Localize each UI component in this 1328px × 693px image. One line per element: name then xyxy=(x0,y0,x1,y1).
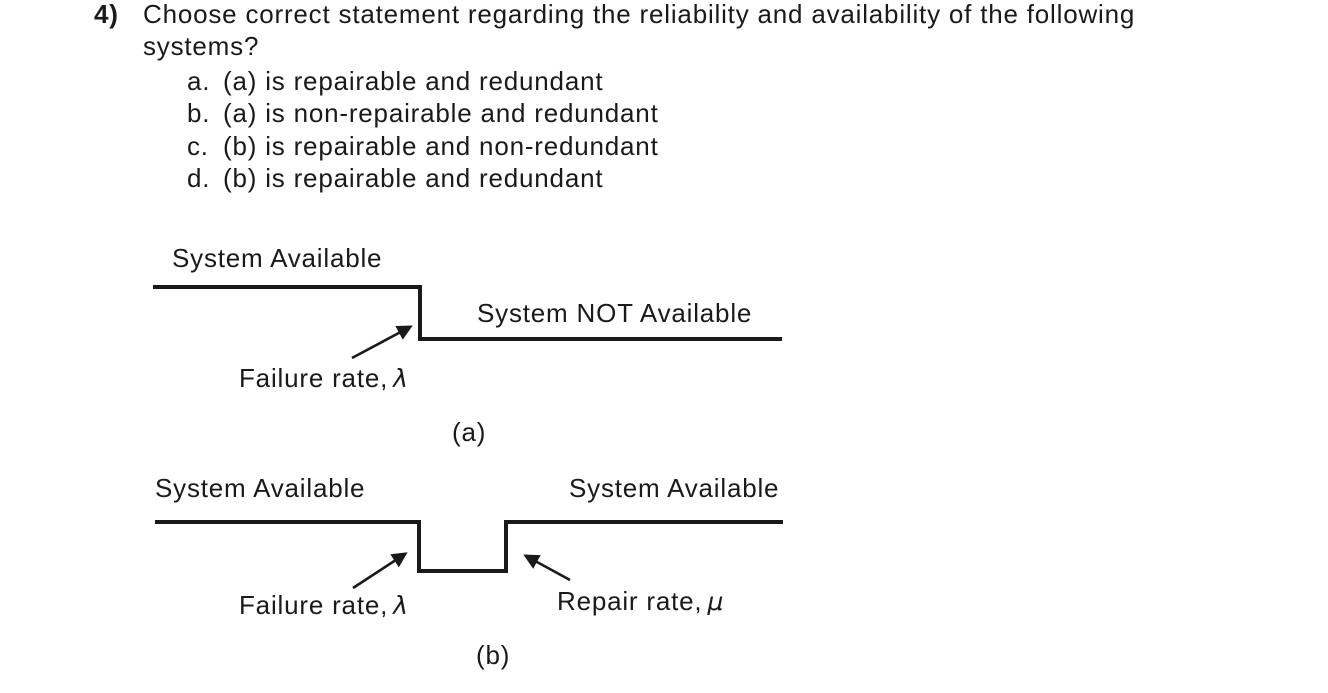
b-repair-arrow xyxy=(523,554,571,582)
b-failure-arrow xyxy=(352,552,408,590)
option-b-text: (a) is non-repairable and redundant xyxy=(223,98,659,129)
option-c-letter: c. xyxy=(187,130,209,161)
option-b: b. (a) is non-repairable and redundant xyxy=(187,97,659,129)
option-a-text: (a) is repairable and redundant xyxy=(223,66,604,96)
a-available-line xyxy=(153,285,422,289)
lambda-symbol: λ xyxy=(393,591,409,620)
b-available-line-left xyxy=(155,520,421,524)
option-d-text: (b) is repairable and redundant xyxy=(223,163,604,194)
a-unavailable-line xyxy=(418,337,782,341)
b-fail-step-line xyxy=(417,520,421,573)
question-text: Choose correct statement regarding the r… xyxy=(143,0,1136,61)
lambda-symbol: λ xyxy=(393,364,409,393)
option-d-letter: d. xyxy=(187,163,211,194)
b-failure-label-text: Failure rate, xyxy=(239,590,389,620)
b-repair-label: Repair rate,μ xyxy=(557,585,724,618)
b-available-right-label: System Available xyxy=(569,473,780,503)
question-number: 4) xyxy=(94,0,119,29)
option-a: a. (a) is repairable and redundant xyxy=(187,65,659,97)
a-failure-arrow xyxy=(351,325,413,360)
a-not-available-label: System NOT Available xyxy=(477,298,753,328)
mu-symbol: μ xyxy=(707,587,725,616)
a-failure-label-text: Failure rate, xyxy=(239,363,389,393)
option-a-letter: a. xyxy=(187,66,211,96)
a-available-label: System Available xyxy=(172,243,383,273)
b-repair-step-line xyxy=(504,520,508,573)
b-available-left-label: System Available xyxy=(155,473,366,503)
a-caption: (a) xyxy=(452,417,487,447)
b-downtime-line xyxy=(417,569,508,573)
option-c-text: (b) is repairable and non-redundant xyxy=(223,130,659,161)
b-caption: (b) xyxy=(476,640,511,670)
options-list: a. (a) is repairable and redundant b. (a… xyxy=(187,65,659,195)
option-b-letter: b. xyxy=(187,98,211,129)
a-fail-step-line xyxy=(418,285,422,340)
b-available-line-right xyxy=(504,520,783,524)
b-failure-label: Failure rate,λ xyxy=(239,589,409,622)
option-d: d. (b) is repairable and redundant xyxy=(187,162,659,194)
option-c: c. (b) is repairable and non-redundant xyxy=(187,130,659,162)
b-repair-label-text: Repair rate, xyxy=(557,586,703,616)
a-failure-label: Failure rate,λ xyxy=(239,362,409,395)
